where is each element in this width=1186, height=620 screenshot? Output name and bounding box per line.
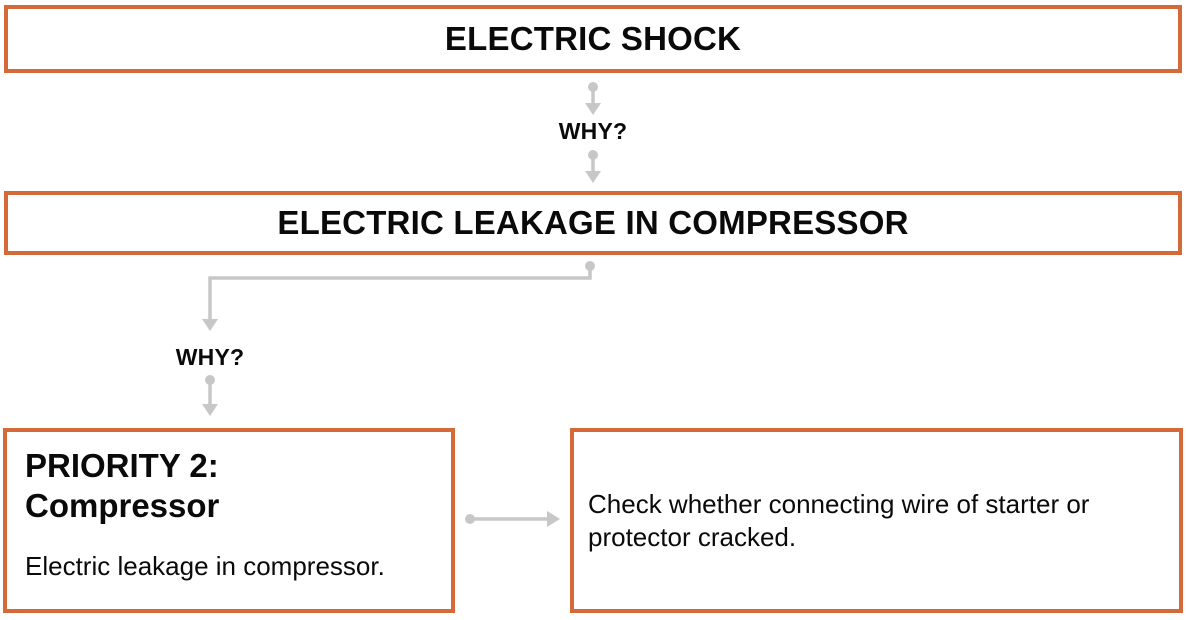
node-electric-leakage: ELECTRIC LEAKAGE IN COMPRESSOR bbox=[4, 191, 1182, 255]
arrow-why-to-priority bbox=[202, 375, 218, 416]
arrowhead-down-icon bbox=[202, 319, 218, 331]
arrowhead-down-icon bbox=[585, 171, 601, 183]
node-electric-shock: ELECTRIC SHOCK bbox=[4, 5, 1182, 73]
arrow-shock-to-why bbox=[585, 82, 601, 115]
connector-start-dot bbox=[465, 514, 475, 524]
node-check-action: Check whether connecting wire of starter… bbox=[570, 428, 1183, 613]
connector-start-dot bbox=[588, 150, 598, 160]
connector-start-dot bbox=[585, 261, 595, 271]
why-label-1: WHY? bbox=[558, 118, 628, 144]
connector-start-dot bbox=[588, 82, 598, 92]
priority-title-line1: PRIORITY 2: bbox=[25, 447, 219, 484]
arrow-priority-to-check bbox=[465, 511, 560, 527]
connector-start-dot bbox=[205, 375, 215, 385]
priority-title: PRIORITY 2: Compressor bbox=[25, 446, 385, 525]
connector-elbow-line bbox=[208, 266, 592, 320]
node-priority-2-compressor: PRIORITY 2: Compressor Electric leakage … bbox=[3, 428, 455, 613]
node-content: PRIORITY 2: Compressor Electric leakage … bbox=[7, 432, 393, 582]
node-label: ELECTRIC SHOCK bbox=[444, 20, 742, 57]
priority-title-line2: Compressor bbox=[25, 486, 220, 524]
priority-body: Electric leakage in compressor. bbox=[25, 551, 385, 582]
why-label-2: WHY? bbox=[175, 344, 245, 370]
arrowhead-down-icon bbox=[585, 103, 601, 115]
elbow-leakage-to-why bbox=[202, 261, 595, 331]
arrow-why-to-leakage bbox=[585, 150, 601, 183]
arrowhead-right-icon bbox=[547, 511, 560, 527]
node-label: ELECTRIC LEAKAGE IN COMPRESSOR bbox=[277, 204, 909, 241]
arrowhead-down-icon bbox=[202, 404, 218, 416]
check-action-text: Check whether connecting wire of starter… bbox=[588, 489, 1090, 552]
